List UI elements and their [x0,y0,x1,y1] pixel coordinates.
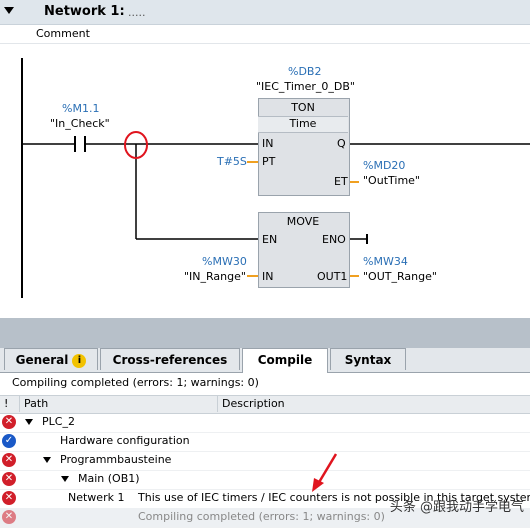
move-block-type: MOVE [286,215,320,228]
timer-db-address[interactable]: %DB2 [288,65,322,78]
network-header[interactable] [0,0,530,25]
move-pin-in: IN [262,270,274,283]
result-row[interactable] [0,451,530,471]
column-path[interactable]: Path [24,397,49,410]
result-row[interactable] [0,432,530,452]
tab-syntax-label: Syntax [344,353,392,367]
compile-status: Compiling completed (errors: 1; warnings… [12,376,259,389]
tab-cross-references[interactable]: Cross-references [100,348,240,370]
expand-triangle-icon[interactable] [61,476,69,482]
info-icon: i [72,353,87,368]
error-icon: ✕ [2,453,16,467]
timer-db-name[interactable]: "IEC_Timer_0_DB" [256,80,355,93]
results-grid-header [0,395,530,414]
error-icon: ✕ [2,472,16,486]
network-title-placeholder[interactable]: ..... [128,6,146,19]
move-out-address[interactable]: %MW34 [363,255,408,268]
ton-pin-pt: PT [262,155,276,168]
ladder-diagram [21,58,530,298]
tab-compile-label: Compile [257,353,313,367]
error-icon: ✕ [2,415,16,429]
ton-block[interactable] [258,98,350,196]
annotation-arrow [312,453,338,492]
expand-triangle-icon[interactable] [43,457,51,463]
move-out-name[interactable]: "OUT_Range" [363,270,437,283]
move-pin-en: EN [262,233,278,246]
tab-compile[interactable]: Compile [242,348,328,373]
ton-block-time-type[interactable]: Time [258,116,348,133]
ton-pin-et: ET [334,175,348,188]
move-block[interactable] [258,212,350,288]
error-icon: ✕ [2,510,16,524]
result-description: Compiling completed (errors: 1; warnings… [138,510,385,523]
ton-pt-value[interactable]: T#5S [217,155,247,168]
contact-address[interactable]: %M1.1 [62,102,100,115]
error-icon: ✕ [2,491,16,505]
ton-pin-in: IN [262,137,274,150]
ton-block-type: TON [291,101,315,114]
column-description[interactable]: Description [222,397,285,410]
ton-et-name[interactable]: "OutTime" [363,174,420,187]
watermark: 头条 @跟我动手学电气 [389,500,524,515]
network-comment[interactable]: Comment [36,27,90,40]
column-flag[interactable]: ! [4,397,9,410]
result-row[interactable] [0,413,530,433]
editor-bottom-space [0,298,530,318]
network-title: Network 1: [44,4,125,19]
tab-general-label: General [15,353,69,367]
result-description: This use of IEC timers / IEC counters is… [138,491,530,504]
move-in-name[interactable]: "IN_Range" [184,270,246,283]
network-comment-row[interactable] [0,24,530,44]
tab-cross-references-label: Cross-references [112,353,228,367]
ton-et-address[interactable]: %MD20 [363,159,406,172]
ton-pin-q: Q [337,137,346,150]
result-path: Netwerk 1 [68,491,125,504]
move-pin-out1: OUT1 [317,270,348,283]
result-path: Hardware configuration [60,434,190,447]
move-pin-eno: ENO [322,233,346,246]
result-row[interactable] [0,470,530,490]
panel-splitter[interactable] [0,318,530,348]
move-in-address[interactable]: %MW30 [202,255,247,268]
collapse-triangle-icon[interactable] [4,7,14,14]
ok-icon: ✓ [2,434,16,448]
tab-syntax[interactable]: Syntax [330,348,406,370]
column-divider[interactable] [217,395,218,412]
expand-triangle-icon[interactable] [25,419,33,425]
result-path: PLC_2 [42,415,75,428]
result-path: Main (OB1) [78,472,140,485]
result-path: Programmbausteine [60,453,172,466]
column-divider[interactable] [19,395,20,412]
contact-name[interactable]: "In_Check" [50,117,110,130]
annotation-circle [124,131,148,159]
